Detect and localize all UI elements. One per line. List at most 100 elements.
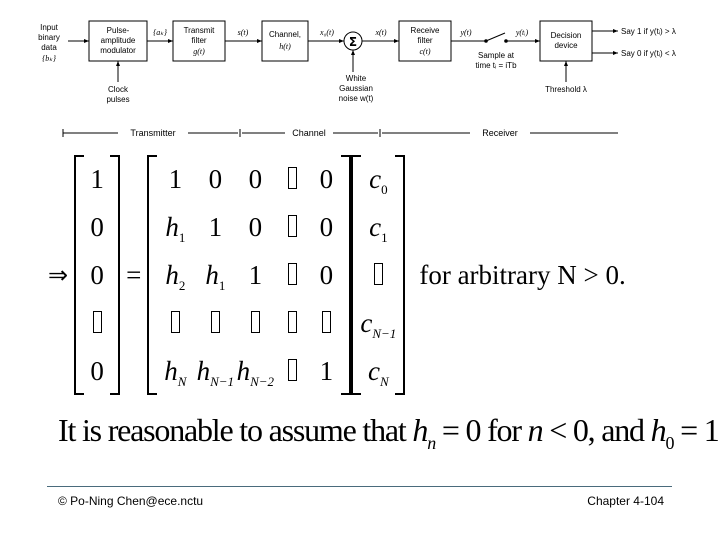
block-receive-filter: Receive filter c(t)	[398, 20, 452, 62]
placeholder-box	[250, 311, 260, 333]
matrix-entry-4-4: 1	[319, 356, 334, 386]
statement-part-1: It is reasonable to assume that	[58, 412, 413, 448]
assumption-statement: It is reasonable to assume that hn = 0 f…	[58, 412, 720, 454]
matrix-entry-0-2: 0	[248, 164, 263, 194]
matrix-entry-2-2: 1	[248, 260, 263, 290]
label-yti: y(tᵢ)	[515, 28, 529, 37]
coeff-entry-4: cN	[368, 356, 389, 389]
svg-text:Transmit: Transmit	[184, 26, 216, 35]
input-line-2: binary	[38, 33, 60, 42]
svg-text:c(t): c(t)	[419, 47, 430, 56]
coeff-entry-0: c0	[369, 164, 388, 197]
svg-text:device: device	[554, 41, 578, 50]
matrix-entry-2-4: 0	[319, 260, 334, 290]
lhs-entry-1: 0	[90, 212, 104, 242]
matrix-entry-1-3	[275, 203, 309, 251]
footer-divider	[47, 486, 672, 487]
block-decision-device: Decision device	[539, 20, 593, 62]
summing-junction: Σ	[343, 31, 363, 51]
lhs-entry-2: 0	[90, 260, 104, 290]
matrix-entry-0-3	[275, 155, 309, 203]
condition-text: for arbitrary N > 0.	[419, 259, 626, 290]
statement-part-4: = 1.	[680, 412, 720, 448]
svg-text:White: White	[346, 74, 367, 83]
placeholder-box	[210, 311, 220, 333]
matrix-entry-3-4	[309, 299, 343, 347]
placeholder-box	[287, 215, 297, 237]
svg-text:Channel,: Channel,	[269, 30, 301, 39]
placeholder-box	[287, 167, 297, 189]
signal-paths	[68, 29, 618, 82]
svg-text:modulator: modulator	[100, 46, 136, 55]
input-line-1: Input	[40, 23, 59, 32]
placeholder-box	[287, 263, 297, 285]
label-ak: {aₖ}	[153, 28, 168, 37]
svg-text:time tᵢ = iTb: time tᵢ = iTb	[475, 61, 517, 70]
segment-bar: Transmitter Channel Receiver	[62, 128, 618, 138]
coeff-entry-2	[359, 251, 397, 299]
matrix-entry-0-0: 1	[168, 164, 183, 194]
svg-text:g(t): g(t)	[193, 47, 205, 56]
block-pam: Pulse- amplitude modulator	[88, 20, 148, 62]
lhs-entry-4: 0	[90, 356, 104, 386]
matrix-entry-4-3	[275, 347, 309, 395]
placeholder-box	[287, 311, 297, 333]
matrix-entry-1-0: h1	[165, 212, 186, 245]
noise-label: White Gaussian noise w(t)	[339, 74, 374, 103]
matrix-entry-3-3	[275, 299, 309, 347]
label-st: s(t)	[238, 28, 249, 37]
statement-h: h	[412, 412, 428, 448]
matrix-entry-1-2: 0	[248, 212, 263, 242]
footer-page-number: Chapter 4-104	[587, 494, 664, 508]
svg-text:Clock: Clock	[108, 85, 129, 94]
block-transmit-filter: Transmit filter g(t)	[172, 20, 226, 62]
matrix-entry-2-3	[275, 251, 309, 299]
matrix-entry-3-1	[195, 299, 235, 347]
svg-text:filter: filter	[417, 36, 432, 45]
placeholder-box	[92, 311, 102, 333]
label-yt: y(t)	[459, 28, 471, 37]
label-x0t: x₀(t)	[319, 28, 334, 37]
threshold-label: Threshold λ	[545, 85, 587, 94]
lhs-entry-3	[82, 299, 112, 347]
svg-text:Gaussian: Gaussian	[339, 84, 373, 93]
matrix-entry-1-1: 1	[208, 212, 223, 242]
matrix-entry-3-0	[155, 299, 195, 347]
segment-transmitter: Transmitter	[130, 128, 175, 138]
lhs-vector: 1 0 0 0	[74, 155, 121, 395]
statement-sub-n: n	[427, 433, 436, 453]
matrix-entry-2-0: h2	[165, 260, 186, 293]
matrix-entry-3-2	[235, 299, 275, 347]
matrix-entry-0-4: 0	[319, 164, 334, 194]
placeholder-box	[170, 311, 180, 333]
svg-text:amplitude: amplitude	[101, 36, 136, 45]
input-label: Input binary data {bₖ}	[38, 23, 60, 63]
matrix-entry-4-0: hN	[164, 356, 187, 389]
label-xt: x(t)	[374, 28, 386, 37]
statement-part-2: = 0 for	[435, 412, 528, 448]
svg-text:Pulse-: Pulse-	[107, 26, 130, 35]
matrix-entry-2-1: h1	[205, 260, 226, 293]
svg-text:pulses: pulses	[106, 95, 129, 104]
lhs-entry-0: 1	[90, 164, 104, 194]
clock-label: Clock pulses	[106, 85, 129, 104]
svg-text:h(t): h(t)	[279, 42, 291, 51]
coeff-entry-3: cN−1	[360, 308, 397, 341]
svg-text:Receive: Receive	[411, 26, 440, 35]
sample-label: Sample at time tᵢ = iTb	[475, 51, 517, 70]
output-say-1: Say 1 if y(tᵢ) > λ	[621, 27, 676, 36]
implies-symbol: ⇒	[48, 262, 69, 289]
input-line-4: {bₖ}	[42, 54, 57, 63]
segment-receiver: Receiver	[482, 128, 518, 138]
svg-text:noise w(t): noise w(t)	[339, 94, 374, 103]
input-line-3: data	[41, 43, 57, 52]
matrix-entry-4-1: hN−1	[196, 356, 235, 389]
svg-text:Σ: Σ	[349, 35, 357, 49]
transmission-system-diagram: Input binary data {bₖ} Pulse- amplitude …	[38, 20, 676, 138]
placeholder-box	[287, 359, 297, 381]
block-channel: Channel, h(t)	[261, 20, 309, 62]
matrix-entry-1-4: 0	[319, 212, 334, 242]
